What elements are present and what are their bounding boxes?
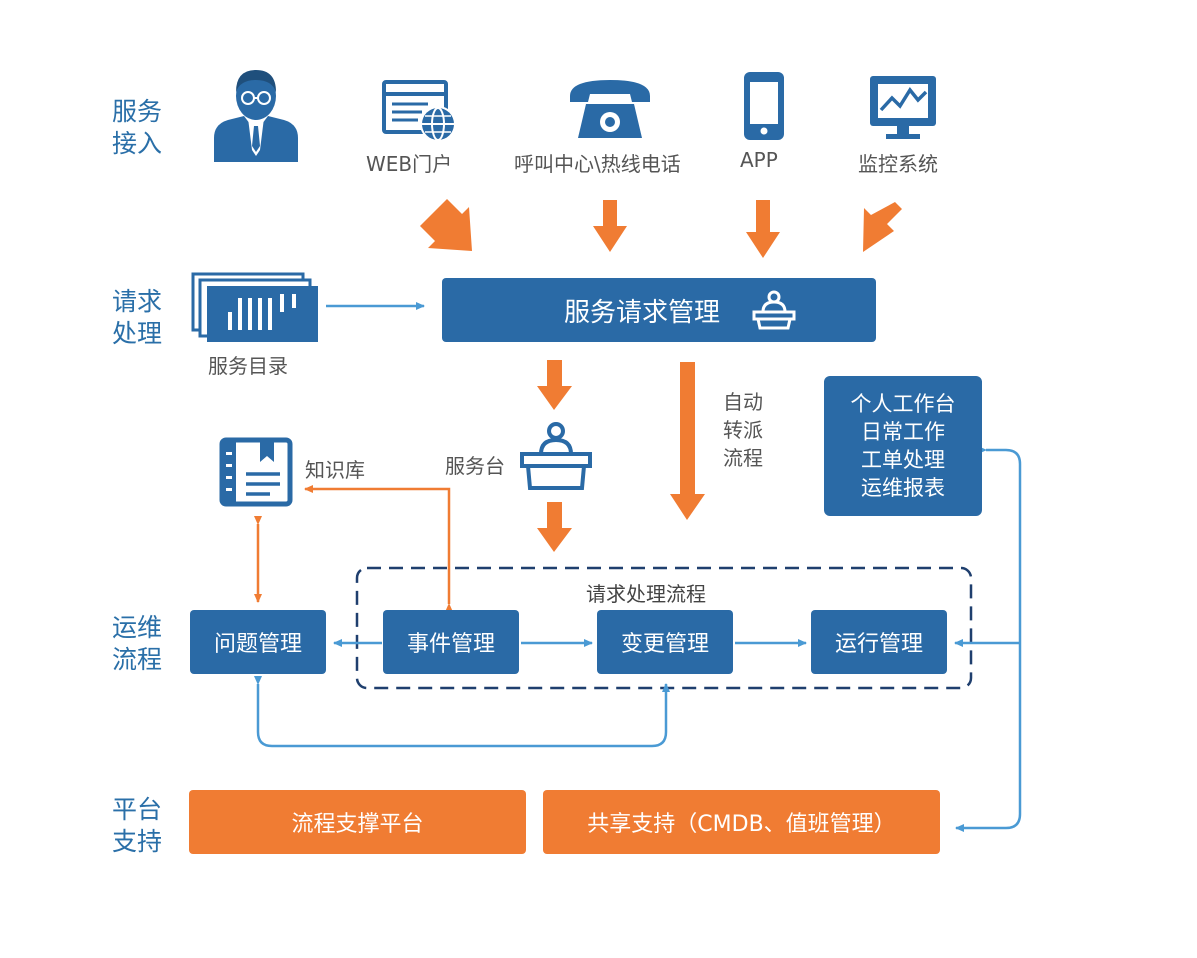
knowledge-base-icon: [219, 437, 293, 507]
operation-mgmt-box[interactable]: 运行管理: [811, 610, 947, 674]
section-label-ops: 运维 流程: [112, 612, 182, 676]
section-label-line: 处理: [112, 319, 163, 348]
web-arrow: [420, 199, 472, 251]
section-label-line: 流程: [112, 645, 163, 674]
section-label-line: 支持: [112, 827, 163, 856]
workbench-item: 工单处理: [861, 448, 945, 472]
request-to-desk-arrow: [537, 360, 572, 410]
auto-dispatch-label: 自动 转派 流程: [718, 388, 768, 472]
service-catalog-label: 服务目录: [208, 354, 288, 378]
auto-dispatch-line: 流程: [723, 446, 763, 470]
auto-dispatch-line: 自动: [723, 390, 763, 414]
section-label-request: 请求 处理: [112, 286, 182, 350]
incident-mgmt-box[interactable]: 事件管理: [383, 610, 519, 674]
incident-to-knowledge-arrow: [304, 485, 453, 612]
auto-dispatch-line: 转派: [723, 418, 763, 442]
section-label-line: 运维: [112, 613, 163, 642]
section-label-line: 请求: [112, 287, 163, 316]
channel-label-app: APP: [740, 148, 778, 172]
callcenter-arrow: [593, 200, 627, 252]
telephone-icon: [570, 80, 650, 138]
service-catalog-icon: [191, 272, 318, 342]
app-arrow: [746, 200, 780, 258]
web-portal-icon: [382, 80, 456, 142]
channel-label-monitor: 监控系统: [858, 152, 938, 176]
service-desk-label: 服务台: [445, 454, 505, 478]
monitor-arrow: [863, 202, 902, 252]
section-label-line: 服务: [112, 97, 163, 126]
problem-change-loop: [254, 676, 670, 748]
service-desk-icon: [752, 290, 796, 330]
workbench-item: 日常工作: [861, 420, 945, 444]
workbench-list: 个人工作台 日常工作 工单处理 运维报表: [851, 390, 956, 502]
workbench-box[interactable]: 个人工作台 日常工作 工单处理 运维报表: [824, 376, 982, 516]
auto-dispatch-arrow: [670, 362, 705, 520]
service-desk-icon: [520, 422, 592, 490]
change-mgmt-box[interactable]: 变更管理: [597, 610, 733, 674]
workbench-connector: [955, 446, 1022, 832]
section-label-line: 平台: [112, 795, 163, 824]
shared-support-box[interactable]: 共享支持（CMDB、值班管理）: [543, 790, 940, 854]
section-label-access: 服务 接入: [112, 96, 182, 160]
workbench-item: 个人工作台: [850, 392, 956, 416]
channel-arrows: [420, 199, 902, 258]
desk-to-process-arrow: [537, 502, 572, 552]
problem-mgmt-box[interactable]: 问题管理: [190, 610, 326, 674]
monitor-icon: [870, 76, 936, 139]
service-request-mgmt-box[interactable]: 服务请求管理: [442, 278, 876, 342]
channel-label-web: WEB门户: [366, 152, 453, 176]
process-platform-box[interactable]: 流程支撑平台: [189, 790, 526, 854]
process-group-title: 请求处理流程: [586, 582, 706, 606]
mobile-phone-icon: [744, 72, 784, 140]
section-label-platform: 平台 支持: [112, 794, 182, 858]
knowledge-base-label: 知识库: [305, 458, 365, 482]
workbench-item: 运维报表: [861, 476, 945, 500]
service-request-mgmt-label: 服务请求管理: [564, 297, 721, 328]
channel-label-callcenter: 呼叫中心\热线电话: [514, 152, 681, 176]
user-icon: [214, 70, 298, 162]
section-label-line: 接入: [112, 129, 163, 158]
